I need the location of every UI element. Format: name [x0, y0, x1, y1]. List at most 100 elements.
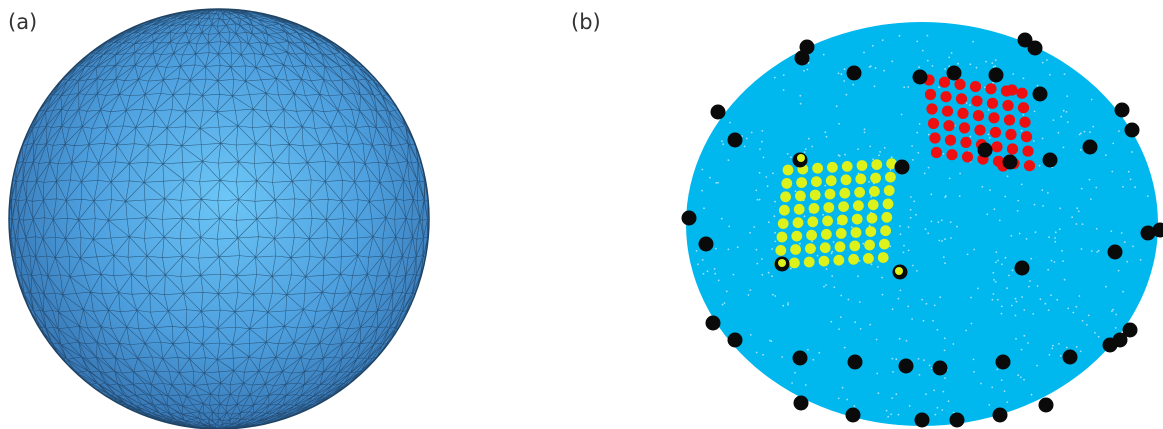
- cloud-point: [966, 253, 969, 256]
- cloud-point: [1021, 296, 1023, 298]
- cloud-point: [909, 216, 912, 219]
- cloud-point: [761, 130, 764, 132]
- cloud-point: [949, 221, 952, 224]
- cloud-point: [918, 374, 921, 376]
- cloud-point: [703, 207, 705, 210]
- cloud-point: [948, 56, 951, 59]
- cloud-point: [1047, 268, 1050, 271]
- cloud-point: [1059, 207, 1062, 210]
- red-cluster-point: [1017, 102, 1030, 114]
- cloud-point: [921, 49, 924, 52]
- yellow-cluster-point: [806, 229, 817, 241]
- cloud-point: [881, 293, 884, 296]
- cloud-point: [972, 40, 974, 43]
- outlier-marker: [1140, 225, 1156, 241]
- cloud-point: [903, 244, 905, 247]
- cloud-point: [824, 131, 827, 134]
- cloud-point: [1129, 178, 1132, 181]
- cloud-point: [1050, 294, 1052, 297]
- cloud-point: [1122, 290, 1124, 293]
- cloud-point: [769, 339, 771, 342]
- cloud-point: [721, 140, 723, 143]
- red-cluster-point: [1022, 145, 1034, 157]
- red-cluster-point: [1006, 143, 1019, 155]
- cloud-point: [883, 147, 886, 149]
- cloud-point: [948, 65, 951, 68]
- cloud-point: [869, 145, 872, 148]
- cloud-point: [1061, 249, 1063, 252]
- cloud-point: [930, 220, 933, 223]
- outlier-marker: [949, 412, 965, 428]
- yellow-cluster-point: [870, 172, 881, 184]
- yellow-cluster-point: [776, 231, 788, 243]
- yellow-cluster-point: [775, 245, 787, 256]
- cloud-point: [1089, 198, 1092, 201]
- yellow-cluster-point: [850, 227, 862, 238]
- yellow-cluster-point: [886, 158, 897, 170]
- cloud-point: [702, 272, 705, 275]
- yellow-cluster-point: [792, 217, 804, 229]
- cloud-point: [750, 131, 753, 134]
- cloud-point: [823, 285, 825, 288]
- cloud-point: [878, 154, 880, 157]
- cloud-point: [758, 198, 761, 201]
- cloud-point: [728, 225, 731, 228]
- red-cluster-point: [1002, 99, 1014, 112]
- cloud-point: [890, 413, 892, 416]
- cloud-point: [822, 53, 825, 56]
- cloud-point: [1000, 305, 1003, 308]
- cloud-point: [1022, 77, 1025, 80]
- cloud-point: [1075, 223, 1078, 225]
- cloud-point: [870, 263, 873, 266]
- cloud-point: [1032, 313, 1035, 315]
- outlier-marker: [681, 210, 697, 226]
- cloud-point: [891, 357, 894, 360]
- cloud-point: [832, 241, 835, 243]
- outlier-marker: [946, 65, 962, 81]
- cloud-point: [794, 371, 796, 374]
- cloud-point: [753, 226, 756, 228]
- cloud-point: [717, 181, 719, 184]
- cloud-point: [1014, 314, 1017, 317]
- cloud-point: [843, 80, 846, 82]
- outlier-marker: [1038, 397, 1054, 413]
- outlier-markers: [681, 32, 1163, 428]
- red-cluster-point: [986, 97, 999, 109]
- cloud-point: [851, 226, 853, 229]
- cloud-point: [965, 102, 968, 104]
- yellow-cluster-point: [808, 203, 820, 214]
- cloud-point: [911, 264, 914, 267]
- red-cluster-point: [969, 81, 982, 93]
- cloud-point: [868, 224, 871, 227]
- cloud-point: [1105, 154, 1107, 157]
- cloud-point: [943, 349, 946, 352]
- cloud-point: [1080, 248, 1083, 250]
- cloud-point: [984, 86, 986, 89]
- cloud-point: [701, 168, 704, 171]
- cloud-point: [774, 295, 777, 297]
- yellow-cluster-point: [854, 186, 865, 198]
- cloud-point: [695, 250, 698, 252]
- red-cluster-point: [961, 151, 974, 163]
- outlier-marker: [705, 315, 721, 331]
- outlier-marker: [727, 132, 743, 148]
- cloud-point: [997, 259, 999, 262]
- cloud-point: [803, 69, 805, 72]
- cloud-point: [934, 413, 937, 416]
- cloud-point: [830, 320, 833, 323]
- cloud-point: [857, 275, 859, 278]
- cloud-point: [972, 358, 975, 361]
- cloud-point: [1001, 263, 1003, 266]
- cloud-point: [916, 131, 919, 134]
- cloud-point: [806, 68, 809, 71]
- cloud-point: [1062, 146, 1065, 149]
- cloud-point: [803, 215, 806, 218]
- outlier-marker: [1062, 349, 1078, 365]
- yellow-cluster-point: [819, 242, 831, 254]
- cloud-point: [869, 323, 872, 326]
- cloud-point: [993, 208, 996, 211]
- cloud-point: [1004, 256, 1007, 259]
- yellow-cluster-point: [871, 159, 883, 171]
- cloud-point: [927, 166, 930, 169]
- cloud-point: [995, 261, 997, 264]
